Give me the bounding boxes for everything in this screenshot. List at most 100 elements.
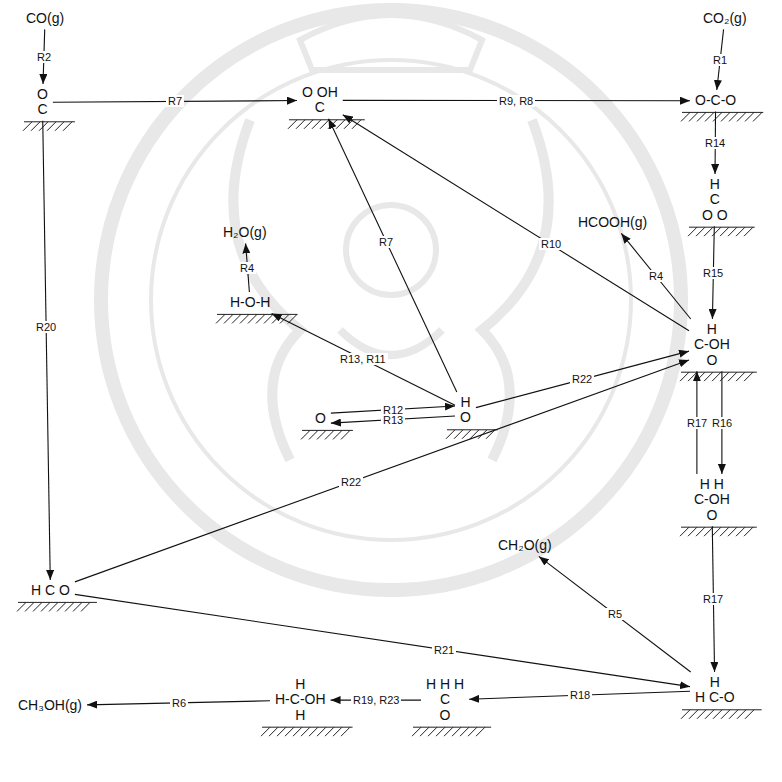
reaction-label: R1 [711,54,729,66]
seal-center [346,205,436,295]
species-formula: C-OH [694,492,730,507]
species-formula: CO₂(g) [703,11,747,26]
species-formula: H [702,177,728,192]
species-formula: H [694,322,730,337]
surface-hatch [17,602,97,611]
reaction-label: R22 [570,373,594,385]
surface-hatch [301,430,353,439]
adsorbed-species: HC-OHO [691,321,733,369]
species-formula: O [426,708,464,723]
seal-ring [101,10,681,590]
species-formula: H C-O [695,690,735,705]
adsorbed-species: OC [34,86,51,119]
adsorbed-species: HO [457,394,474,427]
reaction-label: R7 [166,95,184,107]
reaction-label: R17 [685,417,709,429]
gas-species: CO(g) [23,10,67,27]
surface-hatch [681,112,763,121]
seal-arc [340,330,442,355]
gas-species: CH₃OH(g) [15,697,85,714]
reaction-label: R20 [34,321,58,333]
species-formula: H [275,708,326,723]
species-formula: H H [694,477,730,492]
reaction-arrow [43,121,51,580]
reaction-label: R18 [568,689,592,701]
gas-species: HCOOH(g) [575,214,650,231]
adsorbed-species: O [312,410,329,427]
reaction-arrow [343,115,689,331]
reaction-arrow [621,233,690,319]
seal-flourish [233,120,300,460]
species-formula: O [694,508,730,523]
reaction-label: R14 [703,137,727,149]
species-formula: H₂O(g) [223,225,267,240]
reaction-label: R16 [710,417,734,429]
species-formula: CO(g) [26,11,64,26]
surface-hatch [412,727,491,736]
species-formula: C [702,192,728,207]
gas-species: CH₂O(g) [495,537,555,554]
reaction-label: R7 [377,236,395,248]
reaction-label: R2 [35,51,53,63]
seal-crown [300,15,482,70]
surface-hatch [680,527,757,536]
species-formula: C [37,102,48,117]
gas-species: H₂O(g) [220,224,270,241]
species-formula: H C O [31,583,70,598]
species-formula: H [460,395,471,410]
reaction-arrow [476,351,689,407]
surface-hatch [216,314,297,323]
species-formula: H [275,677,326,692]
surface-hatch [680,372,757,381]
reaction-label: R5 [606,608,624,620]
species-formula: O [460,410,471,425]
surface-hatch [688,227,755,236]
reaction-label: R10 [539,238,563,250]
adsorbed-species: H HC-OHO [691,476,733,524]
reaction-label: R13 [381,414,405,426]
reaction-label: R19, R23 [351,694,401,706]
reaction-arrow [75,360,689,582]
adsorbed-species: O-C-O [692,92,739,109]
reaction-arrow [75,594,690,686]
gas-species: CO₂(g) [700,10,750,27]
reaction-label: R13, R11 [338,353,388,365]
species-formula: O OH [302,85,338,100]
reaction-label: R6 [170,697,188,709]
species-formula: H [695,675,735,690]
seal-flourish [482,120,549,460]
species-formula: H-C-OH [275,692,326,707]
adsorbed-species: H-O-H [227,294,273,311]
species-formula: O-C-O [695,93,736,108]
species-formula: HCOOH(g) [578,215,647,230]
reaction-arrow [272,313,455,405]
adsorbed-species: HH C-O [692,674,738,707]
species-formula: O [315,411,326,426]
species-formula: CH₂O(g) [498,538,552,553]
species-formula: H-O-H [230,295,270,310]
reaction-arrow [539,556,691,672]
reaction-label: R15 [701,267,725,279]
surface-hatch [261,727,353,736]
reaction-label: R4 [238,262,256,274]
species-formula: O [37,87,48,102]
surface-hatch [23,122,75,131]
adsorbed-species: HH-C-OHH [272,676,329,724]
species-formula: H H H [426,677,464,692]
species-formula: C [426,692,464,707]
watermark-seal [101,10,681,590]
reaction-label: R17 [701,593,725,605]
adsorbed-species: HCO O [699,176,731,224]
surface-hatch [681,710,762,719]
surface-hatch [446,430,498,439]
adsorbed-species: H C O [28,582,73,599]
species-formula: O [694,353,730,368]
species-formula: CH₃OH(g) [18,698,82,713]
reaction-label: R22 [339,476,363,488]
adsorbed-species: O OHC [299,84,341,117]
reaction-label: R21 [432,644,456,656]
adsorbed-species: H H HCO [423,676,467,724]
reaction-label: R9, R8 [497,95,535,107]
